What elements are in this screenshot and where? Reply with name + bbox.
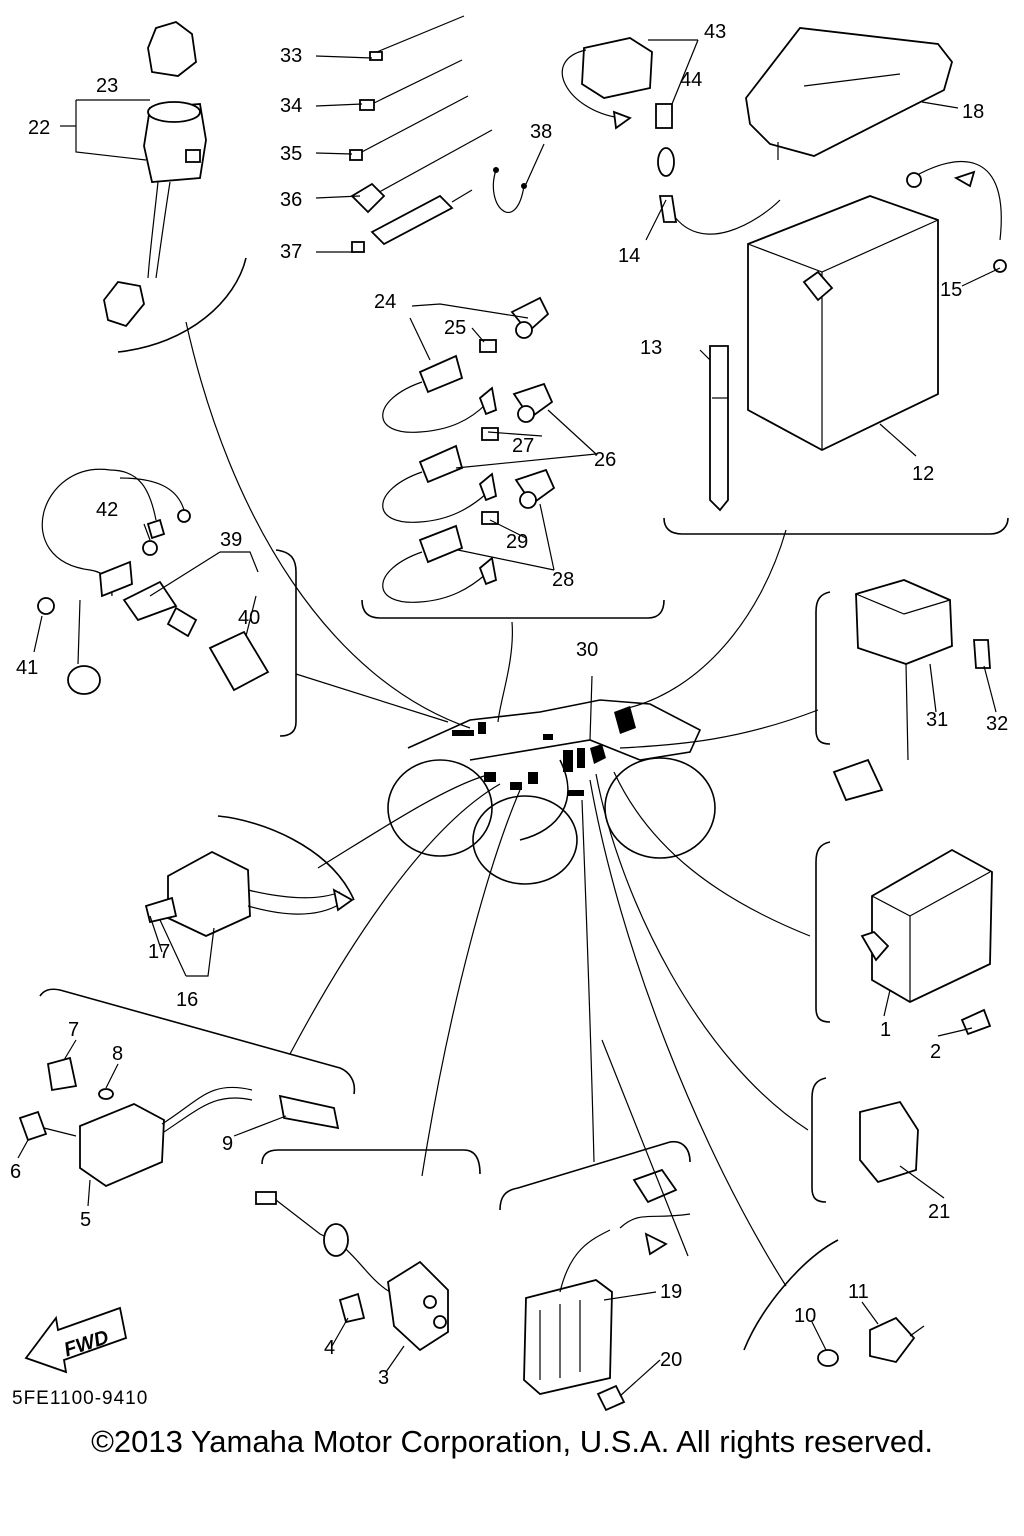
thermo-switch [817, 1316, 925, 1367]
cable-ties [349, 15, 493, 253]
atv-outline [387, 699, 716, 885]
callout-32: 32 [986, 713, 1008, 735]
wire-clip [492, 167, 527, 213]
fuse-holder [859, 1100, 919, 1184]
callout-17: 17 [148, 941, 170, 963]
callout-43: 43 [704, 21, 726, 43]
group-brackets [39, 257, 1009, 1351]
main-switch-assembly [103, 21, 207, 328]
callout-16: 16 [176, 989, 198, 1011]
starter-relay [561, 37, 673, 130]
relay-assembly [144, 850, 354, 937]
callout-18: 18 [962, 101, 984, 123]
callout-23: 23 [96, 75, 118, 97]
callout-42: 42 [96, 499, 118, 521]
callout-1: 1 [880, 1019, 891, 1041]
callout-8: 8 [112, 1043, 123, 1065]
callout-2: 2 [930, 1041, 941, 1063]
callout-5: 5 [80, 1209, 91, 1231]
callout-41: 41 [16, 657, 38, 679]
callout-9: 9 [222, 1133, 233, 1155]
callout-34: 34 [280, 95, 302, 117]
callout-28: 28 [552, 569, 574, 591]
callout-25: 25 [444, 317, 466, 339]
callout-11: 11 [848, 1281, 869, 1303]
callout-35: 35 [280, 143, 302, 165]
document-number: 5FE1100-9410 [12, 1388, 149, 1409]
forward-direction-arrow: FWD [24, 1306, 128, 1374]
battery-cover [745, 27, 953, 160]
pickup-coil [255, 1191, 449, 1352]
callout-4: 4 [324, 1337, 335, 1359]
callout-22: 22 [28, 117, 50, 139]
callout-15: 15 [940, 279, 962, 301]
callout-30: 30 [576, 639, 598, 661]
callout-29: 29 [506, 531, 528, 553]
callout-39: 39 [220, 529, 242, 551]
callout-12: 12 [912, 463, 934, 485]
copyright-notice: ©2013 Yamaha Motor Corporation, U.S.A. A… [91, 1424, 933, 1459]
callout-14: 14 [618, 245, 640, 267]
callout-37: 37 [280, 241, 302, 263]
callout-40: 40 [238, 607, 260, 629]
ignition-coil [18, 1056, 340, 1188]
callout-27: 27 [512, 435, 534, 457]
callout-26: 26 [594, 449, 616, 471]
callout-44: 44 [680, 69, 702, 91]
callout-3: 3 [378, 1367, 389, 1389]
battery [657, 147, 1007, 512]
callout-6: 6 [10, 1161, 21, 1183]
callout-19: 19 [660, 1281, 682, 1303]
callout-numbers: 1 2 3 4 5 6 7 8 9 10 11 12 13 14 15 16 1… [10, 21, 1008, 1389]
callout-20: 20 [660, 1349, 682, 1371]
voltage-regulator [523, 1168, 691, 1412]
callout-38: 38 [530, 121, 552, 143]
callout-13: 13 [640, 337, 662, 359]
callout-10: 10 [794, 1305, 816, 1327]
neutral-switch [37, 468, 270, 695]
callout-pointers [17, 39, 1001, 1397]
callout-33: 33 [280, 45, 302, 67]
callout-24: 24 [374, 291, 396, 313]
callout-21: 21 [928, 1201, 950, 1223]
cdi-unit [860, 848, 993, 1036]
callout-31: 31 [926, 709, 948, 731]
callout-7: 7 [68, 1019, 79, 1041]
rectifier-regulator [832, 579, 991, 802]
leader-lines [185, 321, 819, 1287]
callout-36: 36 [280, 189, 302, 211]
